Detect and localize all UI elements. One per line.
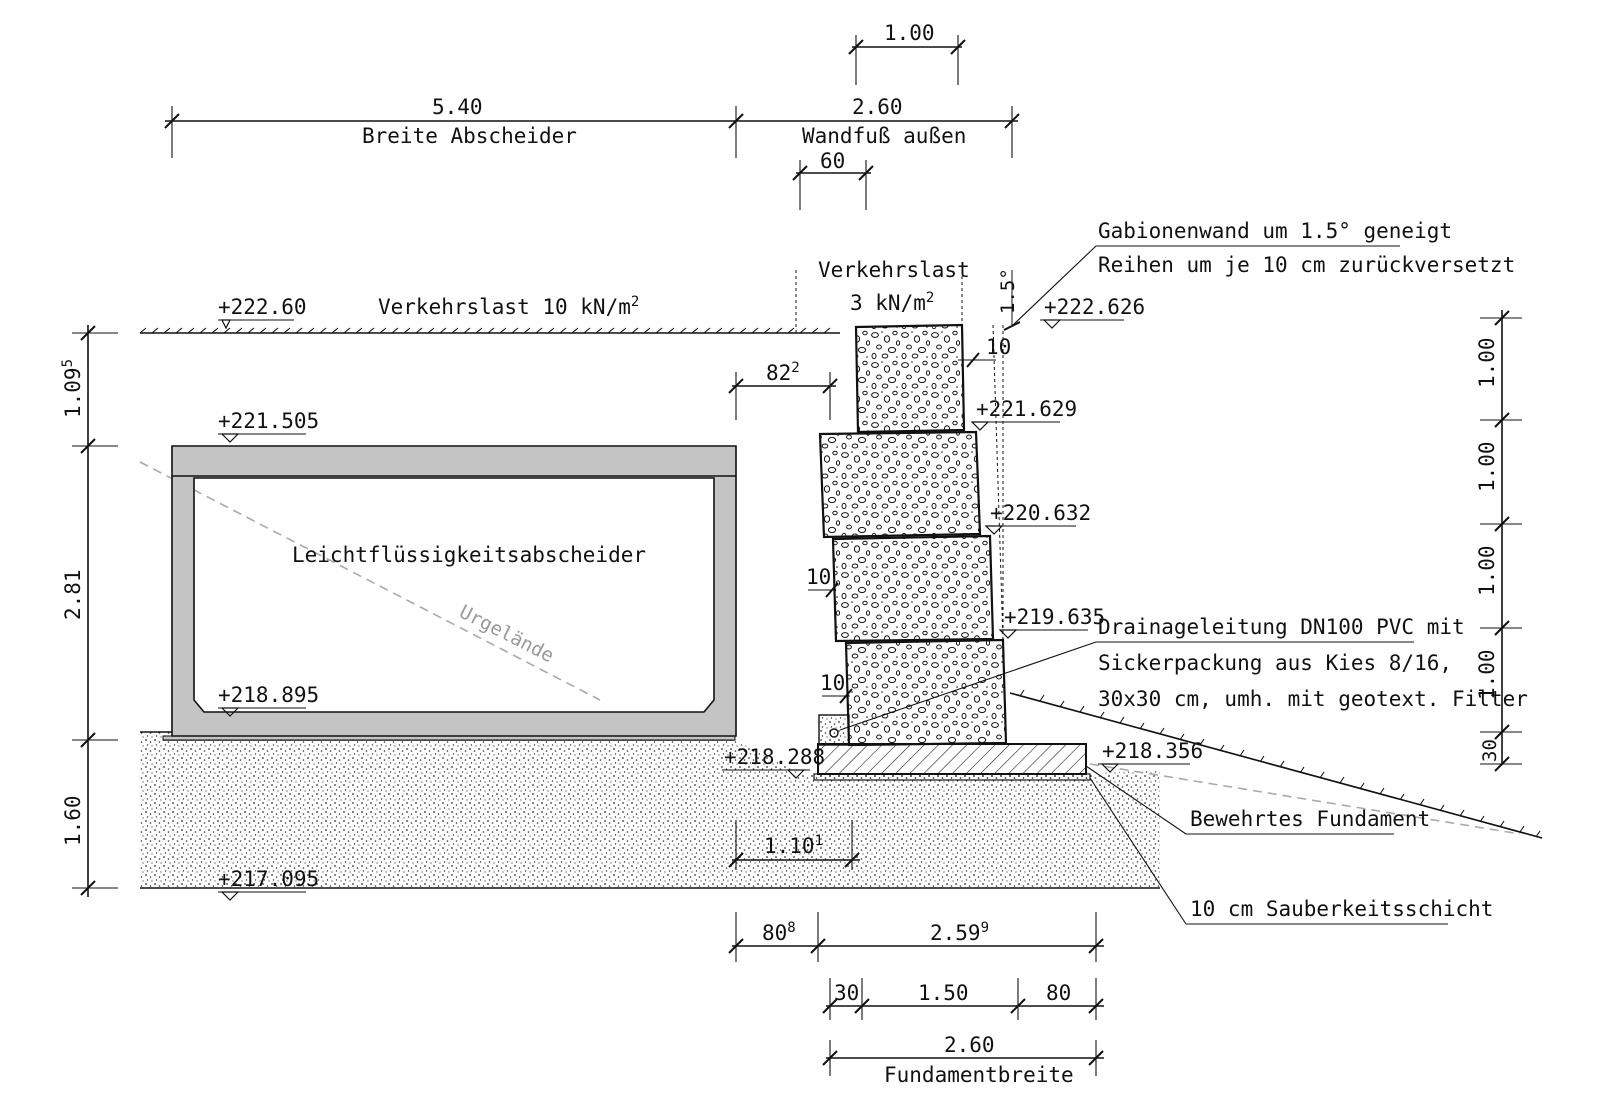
- elevation-base-bottom-label: +217.095: [218, 867, 319, 891]
- drainage-pipe: [818, 714, 850, 746]
- dim-separator-width-value: 5.40: [432, 95, 483, 119]
- dim-822-label: 822: [766, 360, 800, 385]
- dim-160: 1.60: [61, 795, 85, 846]
- dim-right-1: 1.00: [1475, 337, 1499, 388]
- gabion-row-3: [831, 534, 995, 643]
- dim-1101-label: 1.101: [764, 833, 823, 858]
- gabion-wall: [818, 323, 1008, 747]
- dim-bottom-row2: 30 1.50 80: [822, 978, 1104, 1020]
- dim-1101: 1.101: [728, 820, 860, 870]
- dim-left-vertical: 1.095 2.81 1.60: [60, 325, 118, 897]
- dim-281: 2.81: [61, 569, 85, 620]
- elevation-row-2: +220.632: [984, 501, 1091, 535]
- dim-separator-width: 5.40 Breite Abscheider 2.60 Wandfuß auße…: [164, 95, 1020, 158]
- slope-right: [1009, 689, 1543, 839]
- dim-808: 808: [762, 920, 796, 945]
- elevation-row-1: +221.629: [970, 397, 1077, 431]
- dim-right-4: 1.00: [1475, 649, 1499, 700]
- elevation-separator-top: +221.505: [218, 409, 319, 443]
- dim-bottom-row1: 808 2.599: [728, 912, 1104, 962]
- inclination-label: 1.5°: [997, 268, 1019, 314]
- elevation-separator-bottom-label: +218.895: [218, 683, 319, 707]
- dim-foot-150: 1.50: [918, 981, 969, 1005]
- elevation-foundation-left-label: +218.288: [724, 745, 825, 769]
- elevation-ground-left: +222.60: [218, 295, 307, 330]
- dim-60: 60: [792, 149, 874, 210]
- gabion-step-1: 10: [986, 335, 1011, 359]
- gabion-step-2: 10: [806, 565, 831, 589]
- dim-foot-80: 80: [1046, 981, 1071, 1005]
- dim-822: 822: [728, 360, 838, 420]
- dim-right-vertical: 1.00 1.00 1.00 1.00 30: [1475, 310, 1522, 772]
- reinforced-foundation: [813, 743, 1091, 781]
- gabion-step-3: 10: [820, 671, 845, 695]
- traffic-load-right-1: Verkehrslast: [818, 258, 970, 282]
- elevation-foundation-right-label: +218.356: [1102, 739, 1203, 763]
- separator-label: Leichtflüssigkeitsabscheider: [292, 543, 646, 567]
- drainage-note-line2: Sickerpackung aus Kies 8/16,: [1098, 651, 1452, 675]
- dim-wall-base-value: 2.60: [852, 95, 903, 119]
- blinding-note: 10 cm Sauberkeitsschicht: [1089, 777, 1493, 925]
- dim-wall-base-label: Wandfuß außen: [802, 124, 966, 148]
- dim-right-2: 1.00: [1475, 441, 1499, 492]
- elevation-top-right: +222.626: [1040, 295, 1145, 329]
- ground-surface-left: [139, 327, 840, 334]
- dim-2599: 2.599: [930, 920, 989, 945]
- dim-foundation-width: 2.60 Fundamentbreite: [822, 1033, 1104, 1087]
- elevation-row-3: +219.635: [998, 605, 1105, 639]
- elevation-separator-bottom: +218.895: [218, 683, 319, 717]
- dim-foundation-width-value: 2.60: [944, 1033, 995, 1057]
- gabion-row-2: [818, 430, 982, 539]
- dim-foundation-width-label: Fundamentbreite: [884, 1063, 1074, 1087]
- drainage-note-line3: 30x30 cm, umh. mit geotext. Filter: [1098, 687, 1528, 711]
- dim-separator-width-label: Breite Abscheider: [362, 124, 577, 148]
- traffic-load-left: Verkehrslast 10 kN/m2: [378, 294, 639, 319]
- elevation-top-right-label: +222.626: [1044, 295, 1145, 319]
- dim-1095: 1.095: [60, 359, 85, 418]
- gabion-row-1: [854, 323, 966, 434]
- gabion-note: Gabionenwand um 1.5° geneigt Reihen um j…: [997, 219, 1515, 331]
- foundation-note-label: Bewehrtes Fundament: [1190, 807, 1430, 831]
- elevation-foundation-left: +218.288: [722, 745, 825, 779]
- traffic-load-right-2: 3 kN/m2: [850, 290, 934, 315]
- drainage-note-line1: Drainageleitung DN100 PVC mit: [1098, 615, 1465, 639]
- original-terrain-label: Urgelände: [456, 601, 558, 667]
- elevation-row-1-label: +221.629: [976, 397, 1077, 421]
- dim-top-1-00: 1.00: [848, 21, 966, 85]
- gabion-row-4: [844, 638, 1008, 747]
- elevation-ground-left-label: +222.60: [218, 295, 307, 319]
- dim-top-label: 1.00: [884, 21, 935, 45]
- blinding-note-label: 10 cm Sauberkeitsschicht: [1190, 897, 1493, 921]
- dim-60-label: 60: [820, 149, 845, 173]
- elevation-row-2-label: +220.632: [990, 501, 1091, 525]
- oil-separator: Leichtflüssigkeitsabscheider: [162, 445, 737, 741]
- dim-right-5: 30: [1479, 739, 1501, 762]
- elevation-foundation-right: +218.356: [1098, 739, 1203, 773]
- gabion-step-dims: 10 10 10: [806, 335, 1011, 704]
- drainage-note: Drainageleitung DN100 PVC mit Sickerpack…: [839, 615, 1528, 731]
- dim-right-3: 1.00: [1475, 545, 1499, 596]
- gabion-note-line1: Gabionenwand um 1.5° geneigt: [1098, 219, 1452, 243]
- elevation-separator-top-label: +221.505: [218, 409, 319, 433]
- inclination-guides: [795, 270, 1013, 641]
- elevation-row-3-label: +219.635: [1004, 605, 1105, 629]
- foundation-note: Bewehrtes Fundament: [1085, 765, 1430, 835]
- gabion-note-line2: Reihen um je 10 cm zurückversetzt: [1098, 253, 1515, 277]
- dim-foot-30: 30: [834, 981, 859, 1005]
- elevation-base-bottom: +217.095: [218, 867, 319, 901]
